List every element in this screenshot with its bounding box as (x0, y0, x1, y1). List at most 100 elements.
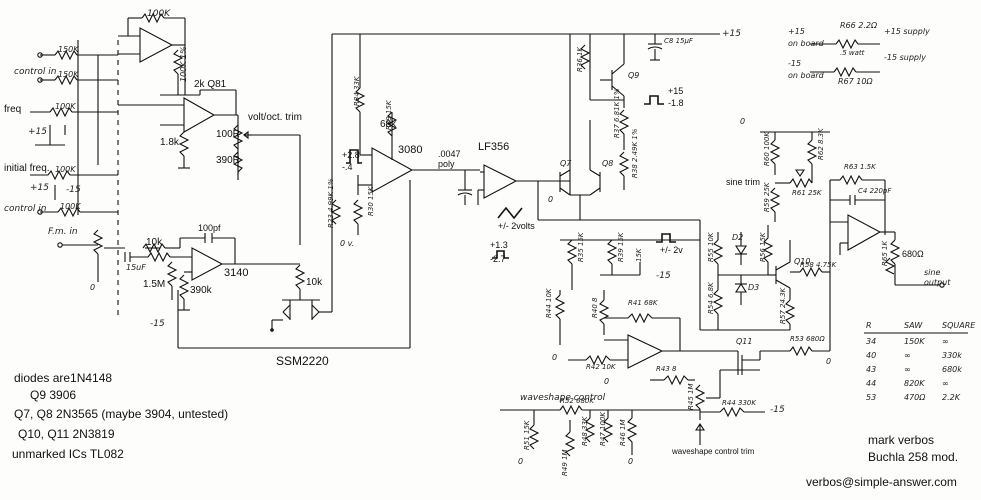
r35-label: R35 15K (577, 232, 585, 263)
zero-v-label: 0 v. (340, 239, 355, 248)
r66-watt-label: .5 watt (840, 49, 865, 57)
supply-neg-label: -15 supply (884, 53, 926, 62)
table-cell: 470Ω (904, 393, 926, 402)
ground-g: 0 (518, 457, 524, 466)
supply-neg-rail: -15 (788, 59, 802, 68)
sq-2v-label: +/- 2v (660, 245, 683, 255)
r-10k-b-label: 10k (306, 277, 323, 288)
credit-email[interactable]: verbos@simple-answer.com (806, 475, 957, 489)
pulse-out-levels: +15 -1.8 (668, 86, 684, 108)
r36-label: R36 1K (576, 46, 584, 72)
note-ics: unmarked ICs TL082 (12, 447, 124, 461)
r45-label: R45 1M (687, 383, 695, 411)
r-100k-init-label: 100K (55, 165, 76, 174)
table-cell: 820K (904, 379, 925, 388)
r-390r-label: 390R (216, 155, 240, 166)
waveshape-trim-label: waveshape control trim (672, 447, 755, 456)
supply-pos-label: +15 supply (884, 27, 930, 36)
ground-e: 0 (826, 357, 832, 366)
r52-label: R52 680K (560, 397, 594, 405)
r-10k-label: 10k (146, 237, 163, 248)
ground-h: 0 (548, 195, 554, 204)
table-cell: ∞ (904, 365, 911, 374)
r38-label: R38 2.49K 1% (631, 128, 639, 178)
ic-3140-label: 3140 (224, 267, 249, 279)
ground-f: 0 (628, 457, 634, 466)
top-rail (332, 33, 720, 61)
ground-a: 0 (90, 283, 96, 292)
r23-label: R23 4.99K 1% (327, 178, 335, 228)
waveshape-control-label: waveshape control (520, 393, 606, 403)
r47-label: R47 100K (599, 412, 607, 446)
top-rail-label: +15 (722, 29, 741, 39)
r-150k-a-label: 150K (58, 45, 79, 54)
note-q10-q11: Q10, Q11 2N3819 (18, 427, 115, 441)
sine-trim-label: sine trim (726, 177, 761, 187)
c8-label: C8 15µF (664, 37, 693, 45)
table-cell: ∞ (942, 379, 949, 388)
fm-input-circuit (57, 34, 411, 349)
r55-label: R55 10K (707, 232, 715, 263)
plus15-b-label: +15 (30, 183, 49, 193)
r67-label: R67 10Ω (838, 77, 873, 86)
r61-label: R61 25K (792, 189, 822, 197)
r-100k-ctrl-label: 100K (60, 202, 81, 211)
supply-on-board-pos: on board (788, 39, 824, 48)
q8-label: Q8 (602, 159, 614, 168)
c-100pf-label: 100pf (198, 223, 221, 233)
r-150k-b-label: 150K (58, 70, 79, 79)
r-100k-freq-label: 100K (55, 102, 76, 111)
table-cell: 150K (904, 337, 925, 346)
table-cell: 40 (866, 351, 877, 360)
tri-2v-label: +/- 2volts (498, 221, 535, 231)
r40-label: R40 8 (591, 297, 599, 318)
ic-3080-label: 3080 (398, 144, 423, 156)
table-cell: 680k (942, 365, 962, 374)
volt-oct-trim-label: volt/oct. trim (248, 112, 302, 123)
r34-label: R34 33K (353, 76, 361, 107)
control-in-b-label: control in (4, 204, 47, 214)
r-680-label: 680Ω (902, 249, 924, 259)
r-68k-label: 68k (380, 119, 397, 130)
q81-label: 2k Q81 (194, 79, 227, 90)
q10-label: Q10 (794, 257, 811, 266)
fm-in-label: F.m. in (48, 227, 78, 237)
r-100k-fb-label: 100K 1% (179, 46, 188, 82)
d2-label: D2 (732, 233, 744, 242)
bias-levels: +1.3 -2.7 (490, 240, 508, 265)
r60-label: R60 100K (763, 132, 771, 166)
table-cell: 2.2K (942, 393, 960, 402)
r-15k-c-label: 15K (635, 248, 643, 263)
r-390k-label: 390k (190, 285, 212, 296)
r65-label: R65 1K (881, 240, 889, 266)
r-1-5m-label: 1.5M (143, 279, 166, 290)
r66-label: R66 2.2Ω (840, 21, 878, 30)
r53-label: R53 680Ω (790, 335, 825, 343)
table-cell: ∞ (942, 337, 949, 346)
c-15uf-label: 15uF (126, 263, 146, 272)
input-mixer-circuit (30, 12, 301, 320)
r44-label: R44 10K (545, 288, 553, 319)
control-in-a-label: control in (14, 67, 57, 77)
supply-sketch (810, 38, 880, 78)
pulse-in-levels: +2.8 -.4 (342, 150, 360, 172)
r42-label: R42 10K (586, 363, 616, 371)
table-cell: 34 (866, 337, 877, 346)
lf356-label: LF356 (478, 141, 510, 153)
ground-b: 0 (740, 117, 746, 126)
r41-label: R41 68K (628, 299, 658, 307)
sine-shaper-circuit (699, 131, 945, 331)
note-diodes: diodes are1N4148 (14, 371, 113, 385)
r43-label: R43 8 (656, 365, 677, 373)
r63-label: R63 1.5K (844, 163, 876, 171)
d3-label: D3 (748, 283, 760, 292)
r62-label: R62 8.3K (817, 128, 825, 160)
r51-label: R51 15K (523, 420, 531, 451)
sine-output-label: sine output (924, 268, 951, 288)
table-header-2: SQUARE (942, 321, 976, 330)
table-header-1: SAW (904, 321, 923, 330)
r57-label: R57 24.3K (779, 287, 787, 324)
minus15-d-label: -15 (656, 271, 671, 281)
